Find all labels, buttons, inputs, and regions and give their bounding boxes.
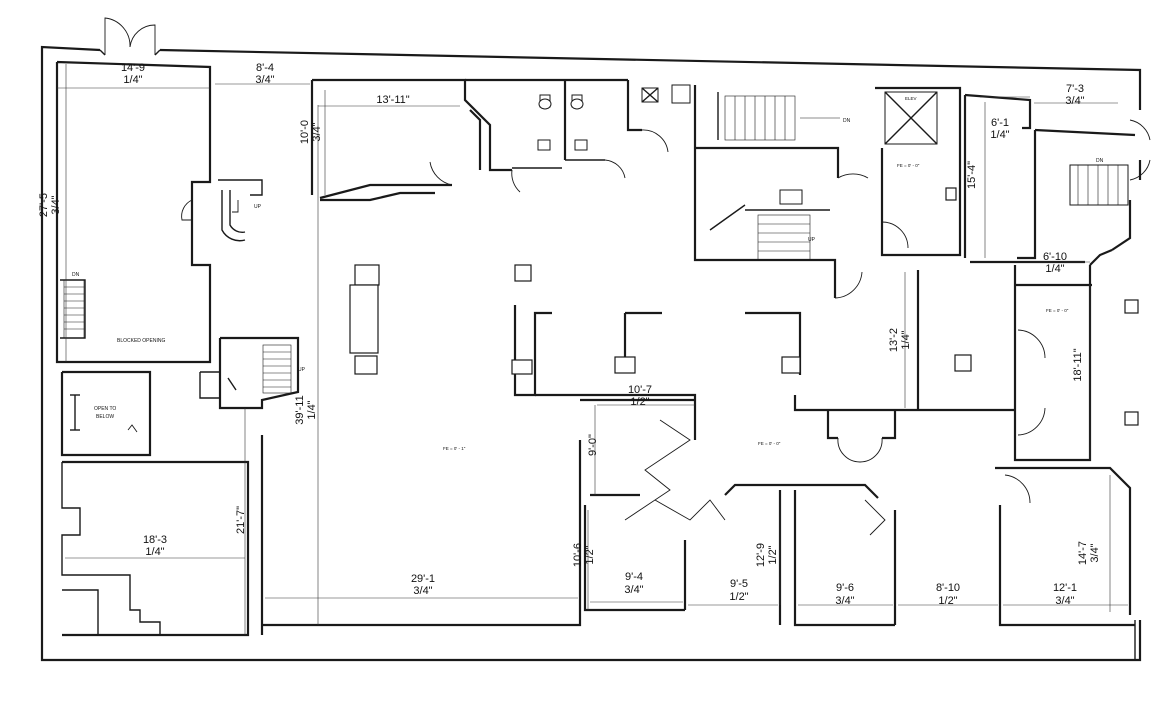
dim-13-2-inches: 1/4" (900, 330, 912, 349)
dim-10-7-feet: 10'-7 (628, 384, 652, 396)
left-stair (63, 279, 85, 339)
dim-9-6-inches: 3/4" (835, 595, 854, 607)
elevator (875, 86, 962, 257)
dim-10-6-feet: 10'-6 (572, 543, 584, 567)
note-elev: ELEV (905, 96, 917, 101)
left-room-door (181, 199, 193, 221)
dim-14-7-feet: 14'-7 (1077, 541, 1089, 565)
note-up-left: UP (254, 204, 262, 210)
note-dn-right: DN (1096, 158, 1104, 164)
note-fe-main: FE = 0' - 1" (443, 446, 466, 451)
left-room-walls (55, 60, 212, 364)
dim-18-11-feet: 18'-11" (1072, 348, 1084, 381)
dim-13-11-feet: 13'-11" (376, 94, 409, 106)
entry-double-door (99, 17, 161, 56)
dim-18-3-feet: 18'-3 (143, 534, 167, 546)
dim-27-5-inches: 3/4" (50, 195, 62, 214)
dim-14-7-inches: 3/4" (1089, 543, 1101, 562)
note-up-lower: UP (298, 367, 306, 373)
dim-10-0-feet: 10'-0 (299, 120, 311, 144)
dim-8-10-inches: 1/2" (938, 595, 957, 607)
note-fe-elev: FE = 0' - 0" (897, 163, 920, 168)
dimension-lines (57, 64, 1128, 635)
note-up-stair: UP (808, 237, 816, 243)
plan-notes: DN BLOCKED OPENING UP UP OPEN TO BELOW F… (72, 96, 1104, 451)
dim-39-11-inches: 1/4" (306, 400, 318, 419)
dim-8-10-feet: 8'-10 (936, 582, 960, 594)
open-to-below-area (60, 370, 152, 457)
dim-39-11-feet: 39'-11 (294, 395, 306, 424)
dim-12-1-inches: 3/4" (1055, 595, 1074, 607)
dim-10-0-inches: 3/4" (311, 122, 323, 141)
dim-9-5-inches: 1/2" (729, 591, 748, 603)
note-fe-right: FE = 0' - 0" (1046, 308, 1069, 313)
dim-29-1-feet: 29'-1 (411, 573, 435, 585)
small-stair-up (218, 179, 263, 242)
dim-6-10-inches: 1/4" (1045, 263, 1064, 275)
dim-21-7-feet: 21'-7" (235, 506, 247, 534)
central-partition-walls (349, 260, 1085, 463)
right-top-rooms (963, 93, 1151, 260)
dim-14-9-feet: 14'-9 (121, 62, 145, 74)
note-blocked-opening: BLOCKED OPENING (117, 338, 165, 344)
dim-6-1-feet: 6'-1 (991, 117, 1009, 129)
dim-12-1-feet: 12'-1 (1053, 582, 1077, 594)
note-open-to: OPEN TO (94, 406, 116, 412)
lower-stair (199, 336, 300, 410)
dim-9-4-inches: 3/4" (624, 584, 643, 596)
dim-10-6-inches: 1/2" (584, 545, 596, 564)
stair-hall (693, 85, 909, 299)
dim-6-10-feet: 6'-10 (1043, 251, 1067, 263)
restroom-block (312, 78, 691, 193)
dim-13-2-feet: 13'-2 (888, 328, 900, 352)
note-fe-corridor: FE = 0' - 0" (758, 441, 781, 446)
dim-18-3-inches: 1/4" (145, 546, 164, 558)
dim-15-4-feet: 15'-4" (966, 161, 978, 189)
dimension-labels: 14'-9 1/4" 8'-4 3/4" 13'-11" 10'-0 3/4" … (38, 62, 1101, 607)
dim-7-3-inches: 3/4" (1065, 95, 1084, 107)
dim-9-4-feet: 9'-4 (625, 571, 643, 583)
dim-9-6-feet: 9'-6 (836, 582, 854, 594)
dim-12-9-inches: 1/2" (767, 545, 779, 564)
dim-6-1-inches: 1/4" (990, 129, 1009, 141)
dim-29-1-inches: 3/4" (413, 585, 432, 597)
exterior-walls (40, 45, 1142, 662)
dim-10-7-inches: 1/2" (630, 396, 649, 408)
main-hall-walls (260, 80, 582, 635)
note-dn-left: DN (72, 272, 80, 278)
lower-offices (580, 398, 1135, 627)
dim-9-5-feet: 9'-5 (730, 578, 748, 590)
dim-7-3-feet: 7'-3 (1066, 83, 1084, 95)
dim-14-9-inches: 1/4" (123, 74, 142, 86)
dim-9-0-feet: 9'-0" (587, 434, 599, 456)
note-dn-stair: DN (843, 118, 851, 124)
note-below: BELOW (96, 414, 114, 420)
dim-12-9-feet: 12'-9 (755, 543, 767, 567)
dim-8-4-feet: 8'-4 (256, 62, 274, 74)
dim-27-5-feet: 27'-5 (38, 193, 50, 217)
lower-left-room (61, 460, 250, 637)
dim-8-4-inches: 3/4" (255, 74, 274, 86)
